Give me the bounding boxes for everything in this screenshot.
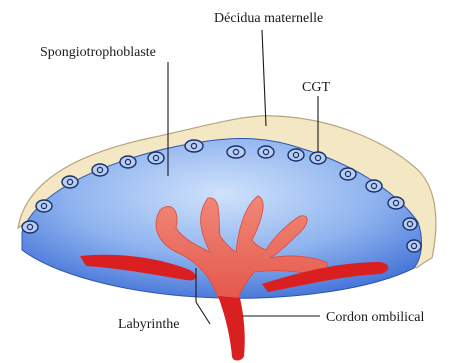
- cgt-cell: [148, 152, 164, 164]
- cordon-ombilical-shape: [218, 296, 245, 361]
- cgt-cell: [22, 221, 38, 233]
- cgt-cell: [62, 176, 78, 188]
- label-labyrinthe: Labyrinthe: [118, 317, 179, 332]
- cgt-cell: [403, 218, 417, 230]
- cgt-cell: [310, 152, 326, 164]
- leader-decidua: [262, 30, 266, 126]
- cgt-cell: [36, 200, 52, 212]
- cgt-cell: [388, 197, 404, 209]
- cgt-cell: [120, 156, 136, 168]
- cgt-cell: [340, 168, 356, 180]
- label-cgt: CGT: [302, 80, 330, 95]
- cgt-cell: [407, 240, 421, 252]
- cgt-cell: [366, 180, 382, 192]
- cgt-cell: [288, 149, 304, 161]
- cgt-cell: [92, 164, 108, 176]
- cgt-cell: [185, 140, 203, 152]
- cgt-cell: [258, 146, 274, 158]
- label-decidua-maternelle: Décidua maternelle: [214, 11, 323, 26]
- cgt-cell: [227, 146, 245, 158]
- label-cordon-ombilical: Cordon ombilical: [326, 310, 424, 325]
- label-spongiotrophoblaste: Spongiotrophoblaste: [40, 45, 156, 60]
- leader-labyrinthe: [196, 302, 210, 324]
